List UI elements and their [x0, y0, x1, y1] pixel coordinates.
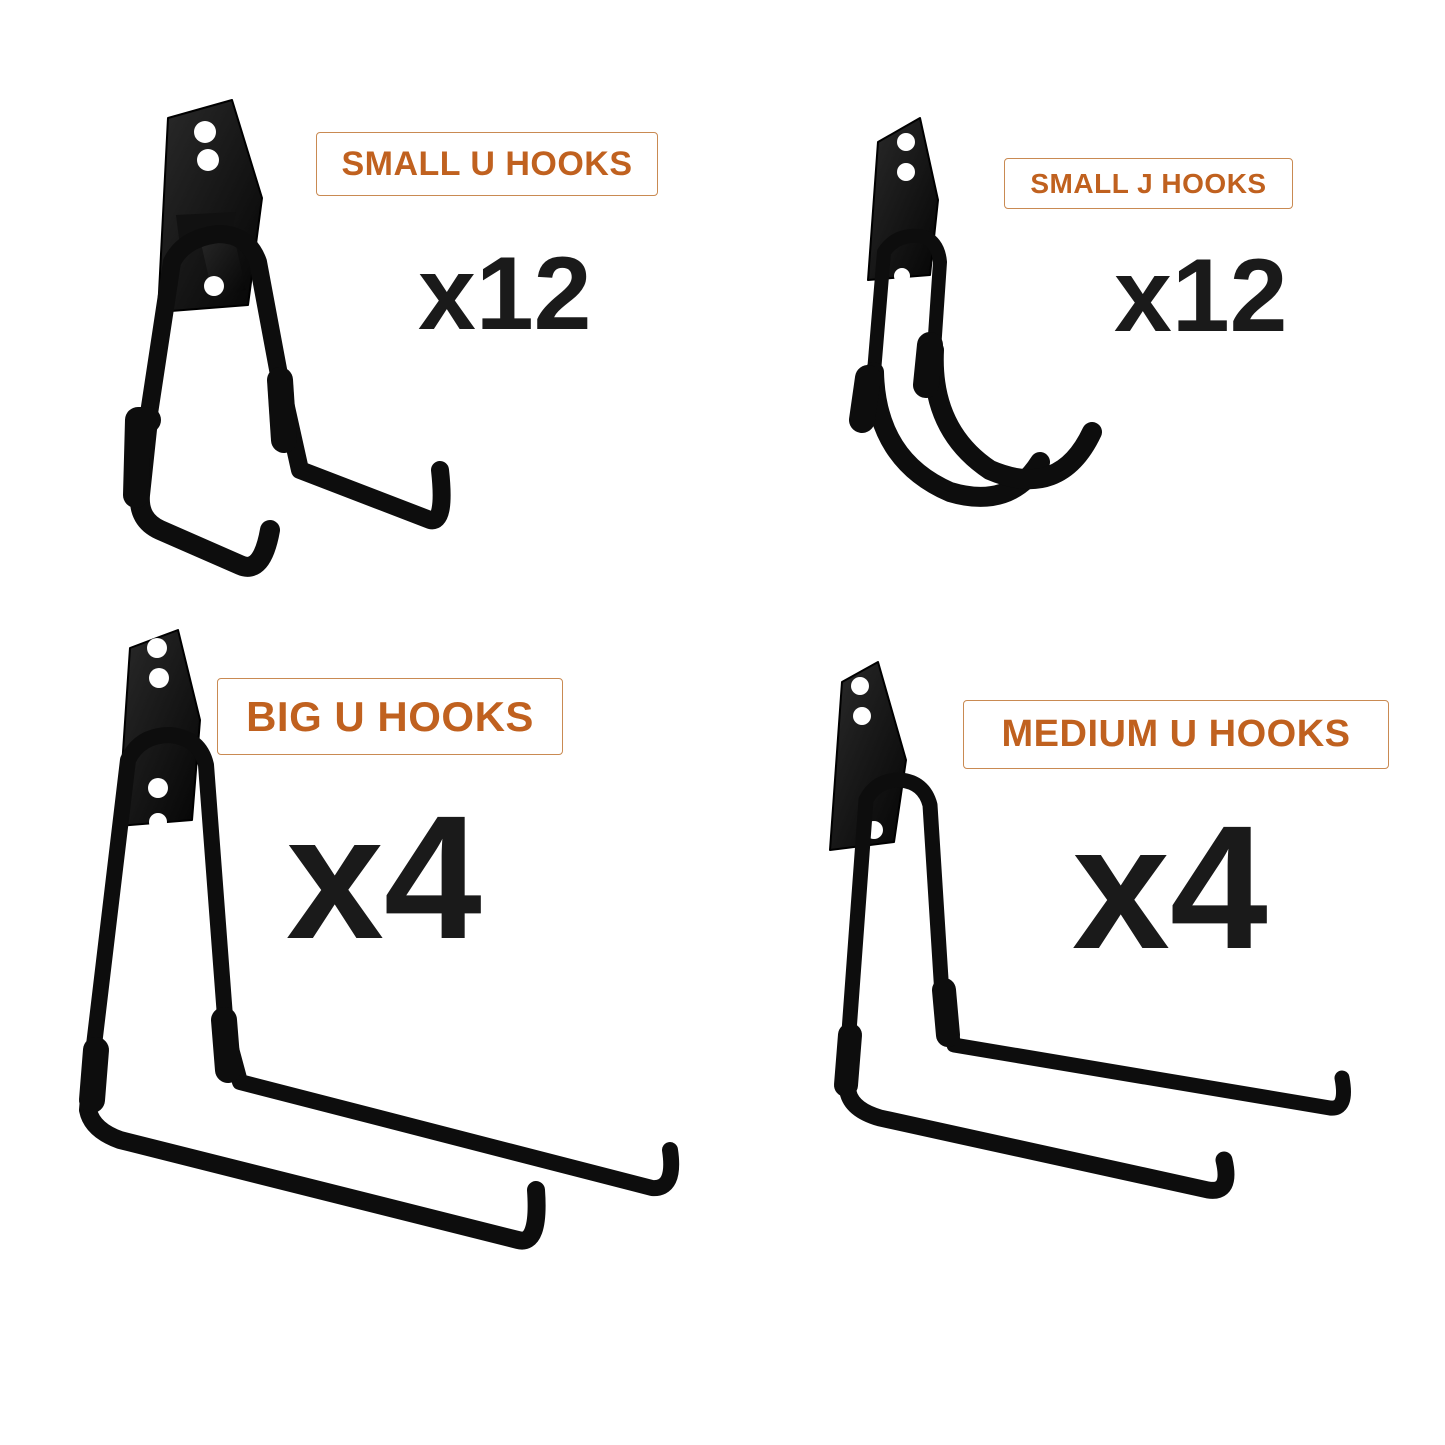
small-u-hooks-quantity: x12: [418, 236, 592, 352]
big-u-hook-icon: [79, 629, 680, 1250]
small-u-hooks-label: SMALL U HOOKS: [316, 132, 658, 196]
big-u-hooks-quantity: x4: [286, 780, 482, 976]
medium-u-hooks-quantity: x4: [1072, 790, 1268, 986]
small-j-hooks-quantity: x12: [1114, 238, 1288, 354]
big-u-hooks-label: BIG U HOOKS: [217, 678, 563, 755]
medium-u-hook-icon: [829, 661, 1351, 1199]
small-j-hook-icon: [849, 117, 1102, 507]
small-j-hooks-label: SMALL J HOOKS: [1004, 158, 1293, 209]
medium-u-hooks-label: MEDIUM U HOOKS: [963, 700, 1389, 769]
small-u-hook-icon: [123, 99, 451, 577]
